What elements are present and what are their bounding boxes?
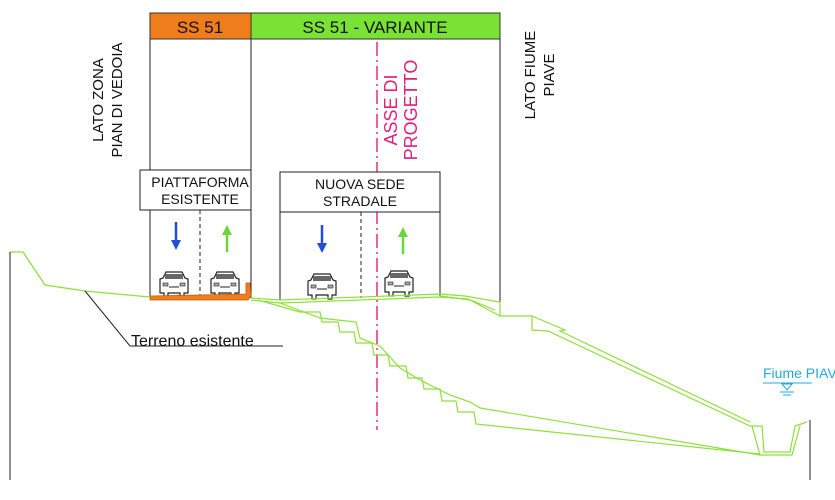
left-side-label-line1: LATO ZONA [90, 58, 107, 142]
arrow-up-icon [398, 227, 408, 254]
car-front-icon [384, 270, 414, 297]
existing-terrain-label: Terreno esistente [131, 333, 254, 350]
existing-platform-box [139, 169, 252, 211]
new-embankment [250, 293, 808, 456]
ss51-variante-header-label: SS 51 - VARIANTE [302, 18, 447, 37]
project-axis-label-line1: ASSE DI [381, 74, 401, 145]
ss51-header-bar [149, 12, 252, 40]
car-front-icon [307, 273, 337, 300]
arrow-down-icon [317, 225, 327, 253]
new-road-box [279, 171, 441, 213]
existing-pavement [149, 282, 252, 301]
existing-platform-label-line1: PIATTAFORMA [151, 174, 249, 190]
right-side-label-line1: LATO FIUME [522, 31, 539, 120]
arrow-up-icon [222, 225, 232, 252]
terrain-outline [9, 252, 811, 480]
river-label: Fiume PIAVE [763, 365, 835, 381]
existing-platform-label-line2: ESISTENTE [161, 191, 239, 207]
column-frame [149, 39, 501, 316]
water-level-icon [763, 382, 812, 396]
ss51-variante-header-bar [250, 12, 501, 40]
new-road-label-line2: STRADALE [323, 193, 397, 209]
ss51-header-label: SS 51 [177, 18, 223, 37]
left-side-label-line2: PIAN DI VEDOIA [109, 42, 126, 157]
car-front-icon [159, 271, 189, 298]
project-axis-label-line2: PROGETTO [401, 60, 421, 161]
arrow-down-icon [171, 222, 181, 250]
existing-terrain-profile [10, 251, 151, 298]
right-side-label-line2: PIAVE [541, 53, 558, 96]
new-road-label-line1: NUOVA SEDE [315, 176, 405, 192]
car-front-icon [210, 271, 240, 298]
